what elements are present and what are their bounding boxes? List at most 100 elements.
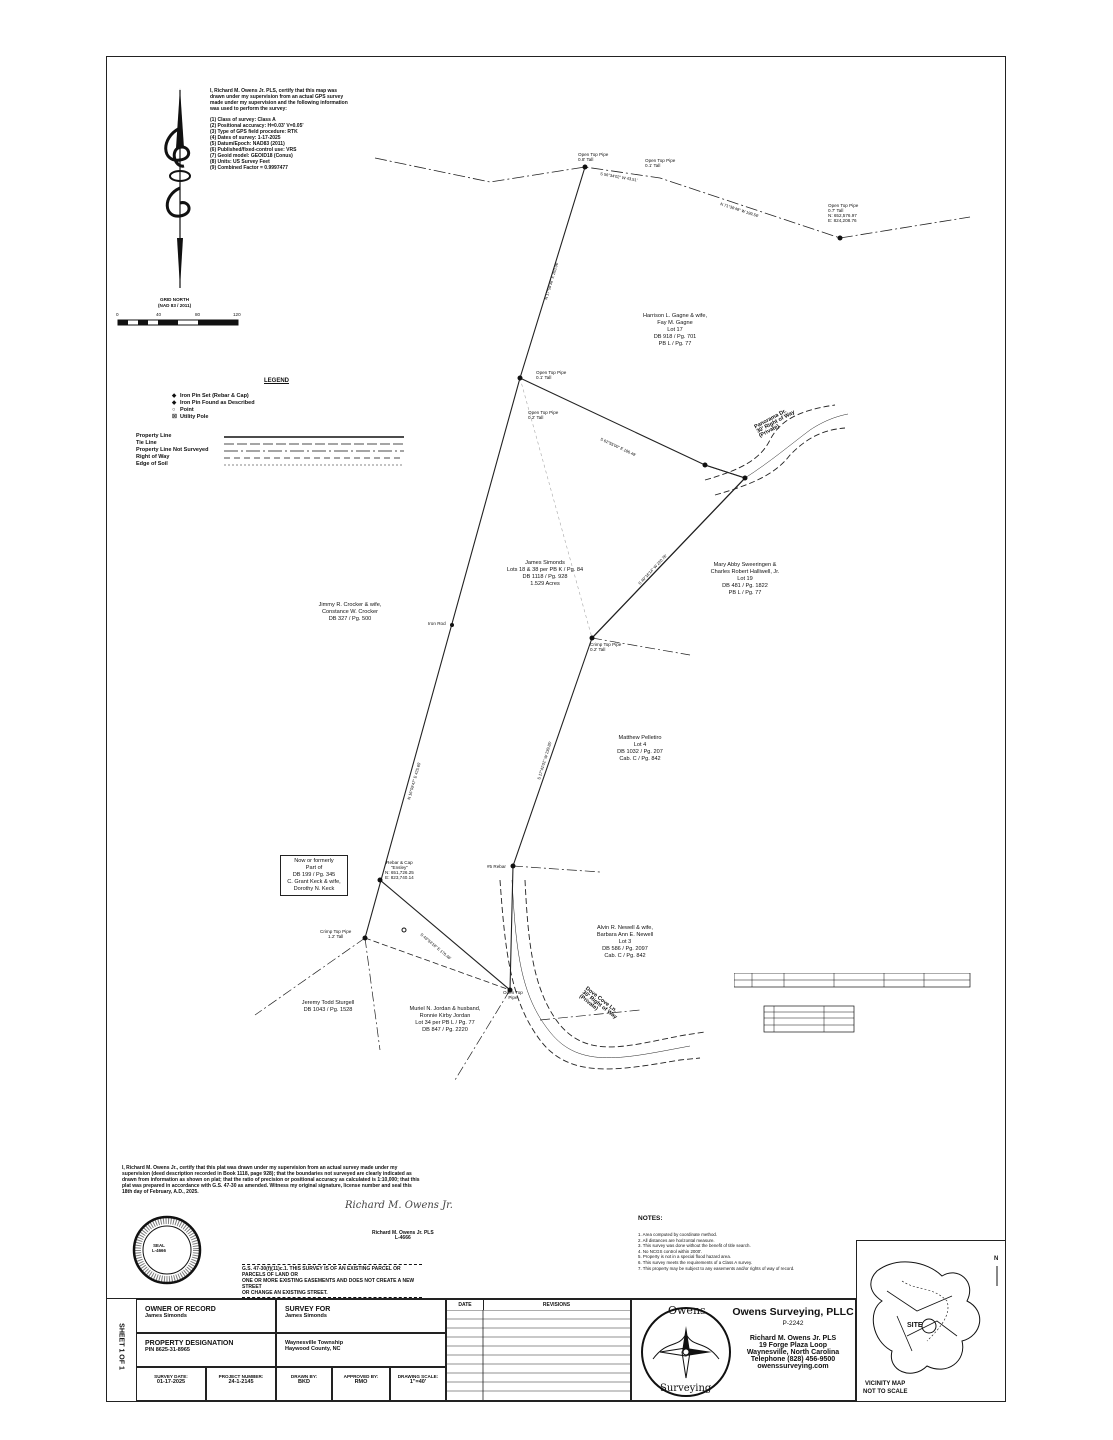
designation-label: PROPERTY DESIGNATION [145,1340,234,1347]
svg-text:N 71°36'48" W 199.56': N 71°36'48" W 199.56' [720,201,760,218]
cert-item: (4) Dates of survey: 1-17-2025 [210,135,281,141]
owner-block-crocker: Jimmy R. Crocker & wife,Constance W. Cro… [318,602,382,622]
designation-cell: PROPERTY DESIGNATION PIN 8625-31-8965 [136,1333,276,1367]
company-block: Owens Surveying Owens Surveying, PLLC P-… [631,1299,856,1401]
owner-block-newell: Alvin R. Newell & wife,Barbara Ann E. Ne… [596,925,654,959]
signature: Richard M. Owens Jr. [345,1200,453,1211]
designation-value: PIN 8625-31-8965 [145,1347,190,1353]
company-address: 19 Forge Plaza Loop [758,1342,828,1349]
cert-item: (7) Geoid model: GEOID18 (Conus) [210,153,293,159]
notes: NOTES: 1. Area computed by coordinate me… [638,1215,794,1271]
drawn-cell: DRAWN BY: BKD [276,1367,332,1401]
note-item: 7. This property may be subject to any e… [638,1265,795,1271]
survey-for-cell: SURVEY FOR James Simonds [276,1299,446,1333]
legend-symbol: ◆Iron Pin Set (Rebar & Cap) [172,393,249,399]
scale-tick: 120 [233,312,241,317]
owner-cell: OWNER OF RECORD James Simonds [136,1299,276,1333]
scale-cell: DRAWING SCALE: 1"=40' [390,1367,446,1401]
sheet-number: SHEET 1 OF 1 [117,1323,125,1370]
svg-text:S 62°55'00" E 186.49': S 62°55'00" E 186.49' [600,436,637,457]
point-icon: ○ [172,407,176,413]
legend-line: Right of Way [136,454,170,460]
iron-pin-set-icon: ◆ [172,393,177,399]
vicinity-title: VICINITY MAP [865,1381,906,1387]
legend-symbol: ☒Utility Pole [172,414,209,420]
cert-line: drawn under my supervision from an actua… [210,94,344,100]
survey-certificate: I, Richard M. Owens Jr. PLS, certify tha… [210,88,370,171]
iron-pin-found-icon: ◆ [172,400,177,406]
legend-line-samples [224,436,404,466]
owner-block-jordan: Muriel N. Jordan & husband,Ronnie Kirby … [409,1006,481,1033]
legend-line: Property Line [136,433,172,439]
svg-text:N 17°58'38" E 263.06': N 17°58'38" E 263.06' [543,261,559,300]
revisions-table: DATE REVISIONS [446,1299,631,1401]
note-item: 6. This survey meets the requirements of… [638,1259,753,1265]
company-city: Waynesville, North Carolina [746,1349,840,1356]
gs-statement: G.S. 47-30(f)(11)c.1. THIS SURVEY IS OF … [242,1264,422,1298]
site-label: SITE [907,1322,923,1329]
surveyor-seal-icon [132,1215,202,1285]
township-cell: Waynesville Township Haywood County, NC [276,1333,446,1367]
surveyor-name: Richard M. Owens Jr. PLS [749,1335,837,1342]
note-item: 3. This survey was done without the bene… [638,1243,751,1249]
logo-top: Owens [668,1304,706,1317]
logo-bottom: Surveying [660,1383,712,1394]
cert-line: was used to perform the survey: [210,106,287,112]
company-phone: Telephone (828) 456-9500 [750,1356,836,1363]
note-item: 1. Area computed by coordinate method. [638,1232,718,1237]
note-item: 5. Property is not in a special flood ha… [638,1254,731,1260]
survey-date-cell: SURVEY DATE: 01-17-2025 [136,1367,206,1401]
owner-value: James Simonds [145,1313,187,1319]
cert-item: (3) Type of GPS field procedure: RTK [210,129,298,135]
plat-certificate: I, Richard M. Owens Jr., certify that th… [122,1165,420,1195]
scale-tick: 80 [195,312,201,317]
curve-line-tables [734,973,971,1033]
monument-label: #5 Rebar [487,864,506,869]
cert-item: (8) Units: US Survey Feet [210,159,270,165]
owner-block-sweeringen: Mary Abby Sweeringen &Charles Robert Hal… [710,562,780,596]
company-web[interactable]: owenssurveying.com [757,1363,829,1370]
cert-item: (9) Combined Factor = 0.9997477 [210,165,288,171]
north-icon: N [994,1256,999,1262]
monument-label: Iron Rod [428,621,446,626]
legend-line: Property Line Not Surveyed [136,447,209,453]
cert-item: (1) Class of survey: Class A [210,117,276,123]
cert-line: I, Richard M. Owens Jr. PLS, certify tha… [210,88,337,94]
firm-number: P-2242 [782,1320,804,1327]
compass-logo-icon [641,1307,731,1397]
legend-line: Tie Line [136,440,157,446]
svg-text:S 49°54'18" E 176.48': S 49°54'18" E 176.48' [419,932,452,961]
legend-title: LEGEND [264,378,290,384]
title-block: SHEET 1 OF 1 OWNER OF RECORD James Simon… [106,1298,856,1402]
svg-text:S 56°34'02" W 43.51': S 56°34'02" W 43.51' [600,171,638,183]
vicinity-map: SITE N VICINITY MAP NOT TO SCALE [856,1240,1006,1402]
scale-tick: 0 [116,312,119,317]
township: Waynesville Township [285,1340,344,1346]
north-label: GRID NORTH [160,297,190,302]
county: Haywood County, NC [285,1346,341,1352]
legend-symbol: ○Point [172,407,194,413]
cert-item: (2) Positional accuracy: H=0.03' V=0.05' [210,123,304,129]
vicinity-subtitle: NOT TO SCALE [863,1389,908,1395]
utility-pole-icon: ☒ [172,414,177,420]
approved-cell: APPROVED BY: RMO [332,1367,390,1401]
project-cell: PROJECT NUMBER: 24-1-2145 [206,1367,276,1401]
legend-symbol: ◆Iron Pin Found as Described [172,400,255,406]
vicinity-map-drawing [870,1261,998,1374]
